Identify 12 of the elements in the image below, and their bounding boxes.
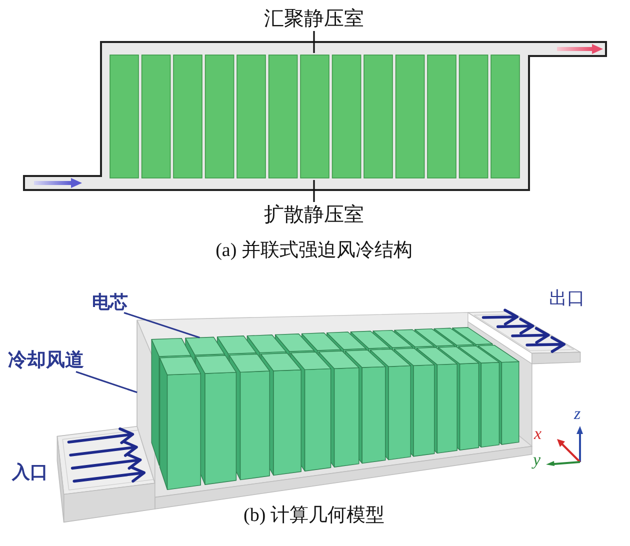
part-label: 电芯 [92, 292, 128, 313]
axis-label: y [533, 450, 541, 470]
leader-line [313, 180, 315, 202]
leader-line [313, 31, 315, 53]
part-label: 出口 [549, 288, 585, 309]
figure-caption: (a) 并联式强迫风冷结构 [216, 240, 412, 262]
axis-label: x [534, 424, 542, 444]
part-label: 入口 [12, 462, 48, 483]
axis-label: z [574, 404, 581, 424]
part-label: 汇聚静压室 [264, 7, 364, 30]
figure-caption: (b) 计算几何模型 [244, 505, 384, 527]
part-label: 扩散静压室 [264, 203, 364, 226]
